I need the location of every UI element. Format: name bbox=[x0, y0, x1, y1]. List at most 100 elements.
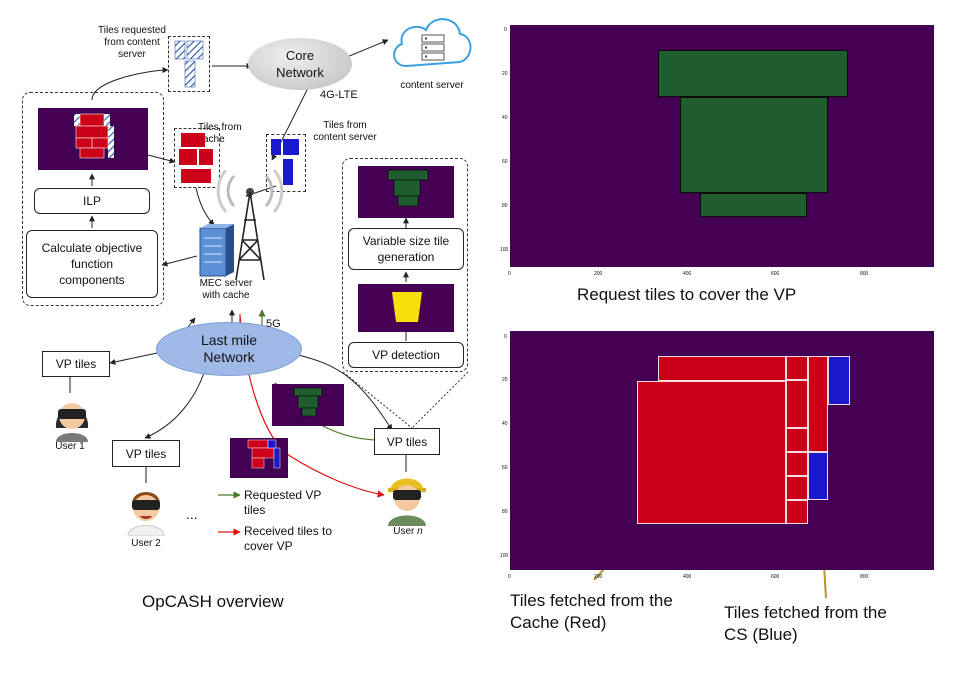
ellipsis-dots: ... bbox=[186, 506, 198, 522]
cloud-icon bbox=[393, 18, 472, 68]
lm-vpn-arrow bbox=[297, 354, 393, 431]
var-tiles-image bbox=[358, 166, 454, 218]
core-link-label: 4G-LTE bbox=[320, 89, 358, 101]
usern-suffix: n bbox=[417, 526, 423, 537]
usern-label: User n bbox=[388, 526, 428, 538]
red-tile-col-3 bbox=[786, 428, 808, 452]
red-tile-col-5 bbox=[786, 476, 808, 500]
red-tile-col-6 bbox=[786, 500, 808, 524]
usern-prefix: User bbox=[393, 526, 418, 537]
top-plot bbox=[510, 25, 934, 267]
mec-server-label: MEC server with cache bbox=[199, 278, 253, 301]
usern-avatar-icon bbox=[388, 478, 426, 526]
vp-tiles-usern-label: VP tiles bbox=[386, 434, 428, 449]
green-path-thumb bbox=[272, 384, 344, 426]
bot-ytick-3: 60 bbox=[502, 465, 508, 471]
red-path-thumb bbox=[230, 438, 288, 478]
last-mile-label: Last mile Network bbox=[200, 332, 258, 365]
vp-tiles-usern: VP tiles bbox=[374, 428, 440, 455]
top-xtick-4: 800 bbox=[860, 271, 869, 277]
user2-label: User 2 bbox=[131, 538, 161, 549]
bot-xtick-4: 800 bbox=[860, 574, 869, 580]
cs-tiles-thumb bbox=[266, 134, 306, 192]
green-tile-bottom bbox=[700, 193, 807, 217]
user1-avatar-icon bbox=[55, 403, 89, 442]
top-xtick-1: 200 bbox=[594, 271, 603, 277]
top-ytick-1: 20 bbox=[502, 71, 508, 77]
top-ytick-5: 100 bbox=[500, 247, 509, 253]
antenna-tower-icon bbox=[216, 170, 284, 281]
green-tile-top bbox=[658, 50, 848, 97]
server-icon bbox=[421, 34, 445, 61]
cs-caption: Tiles fetched from the CS (Blue) bbox=[724, 603, 887, 644]
blue-tile-bottom bbox=[808, 452, 828, 500]
var-tile-label: Variable size tile generation bbox=[362, 234, 450, 264]
tiles-requested-label: Tiles requested from content server bbox=[98, 25, 166, 60]
bot-xtick-0: 0 bbox=[508, 574, 511, 580]
vp-panel bbox=[342, 158, 468, 372]
red-tile-col-1 bbox=[786, 356, 808, 380]
vp-tiles-user2: VP tiles bbox=[112, 440, 180, 467]
mec-calc-arrow bbox=[161, 255, 198, 267]
ilp-panel bbox=[22, 92, 164, 306]
ilp-req-arrow bbox=[91, 67, 169, 101]
last-mile-network: Last mile Network bbox=[156, 322, 302, 376]
blue-tile-top bbox=[828, 356, 850, 405]
red-tile-top-wide bbox=[658, 356, 786, 381]
top-ytick-3: 60 bbox=[502, 159, 508, 165]
ilp-label: ILP bbox=[82, 194, 101, 208]
red-tile-main bbox=[637, 381, 786, 524]
lm-vp2-arrow bbox=[144, 369, 206, 439]
vp-detection-box: VP detection bbox=[348, 342, 464, 368]
zoom-line-left bbox=[342, 371, 413, 429]
vp-tiles-user1: VP tiles bbox=[42, 351, 110, 377]
calc-objective-box: Calculate objective function components bbox=[26, 230, 158, 298]
cache-tiles-thumb bbox=[174, 128, 220, 188]
core-network: Core Network bbox=[248, 38, 352, 90]
user1-label: User 1 bbox=[55, 441, 85, 452]
bot-xtick-2: 400 bbox=[683, 574, 692, 580]
red-tile-right bbox=[808, 356, 828, 452]
bot-ytick-1: 20 bbox=[502, 377, 508, 383]
user2-avatar-icon bbox=[127, 492, 165, 536]
bottom-plot bbox=[510, 331, 934, 570]
requested-tiles-thumb bbox=[168, 36, 210, 92]
ilp-cache-arrow bbox=[147, 154, 176, 164]
cache-caption: Tiles fetched from the Cache (Red) bbox=[510, 591, 673, 632]
top-plot-caption: Request tiles to cover the VP bbox=[577, 285, 797, 304]
zoom-line-right bbox=[411, 371, 469, 429]
red-tile-col-2 bbox=[786, 380, 808, 428]
bot-ytick-0: 0 bbox=[504, 334, 507, 340]
calc-objective-label: Calculate objective function components bbox=[41, 241, 143, 287]
vp-image bbox=[358, 284, 454, 332]
legend-green-label: Requested VP tiles bbox=[244, 488, 322, 517]
tiles-from-cache-label: Tiles from cache bbox=[198, 122, 242, 145]
bot-ytick-2: 40 bbox=[502, 421, 508, 427]
link-5g-label: 5G bbox=[266, 318, 281, 330]
top-xtick-2: 400 bbox=[683, 271, 692, 277]
bot-xtick-3: 600 bbox=[771, 574, 780, 580]
bot-ytick-4: 80 bbox=[502, 509, 508, 515]
top-ytick-2: 40 bbox=[502, 115, 508, 121]
legend-red-label: Received tiles to cover VP bbox=[244, 524, 333, 553]
top-ytick-4: 80 bbox=[502, 203, 508, 209]
mec-server-icon bbox=[199, 224, 234, 277]
vp-tiles-user2-label: VP tiles bbox=[125, 446, 167, 461]
hatched-tiles-graphic bbox=[174, 40, 204, 88]
core-network-label: Core Network bbox=[276, 48, 324, 80]
ilp-tiles-image bbox=[38, 108, 148, 170]
ilp-box: ILP bbox=[34, 188, 150, 214]
red-tile-col-4 bbox=[786, 452, 808, 476]
overview-caption: OpCASH overview bbox=[142, 592, 284, 611]
var-tile-box: Variable size tile generation bbox=[348, 228, 464, 270]
top-ytick-0: 0 bbox=[504, 27, 507, 33]
vp-tiles-user1-label: VP tiles bbox=[55, 357, 97, 371]
cache-mec-arrow bbox=[195, 187, 215, 226]
green-tile-mid bbox=[680, 97, 828, 193]
top-xtick-3: 600 bbox=[771, 271, 780, 277]
tiles-from-cs-label: Tiles from content server bbox=[313, 120, 377, 143]
vp-detection-label: VP detection bbox=[372, 348, 440, 362]
bot-ytick-5: 100 bbox=[500, 553, 509, 559]
top-xtick-0: 0 bbox=[508, 271, 511, 277]
lm-vp1-arrow bbox=[109, 351, 163, 365]
